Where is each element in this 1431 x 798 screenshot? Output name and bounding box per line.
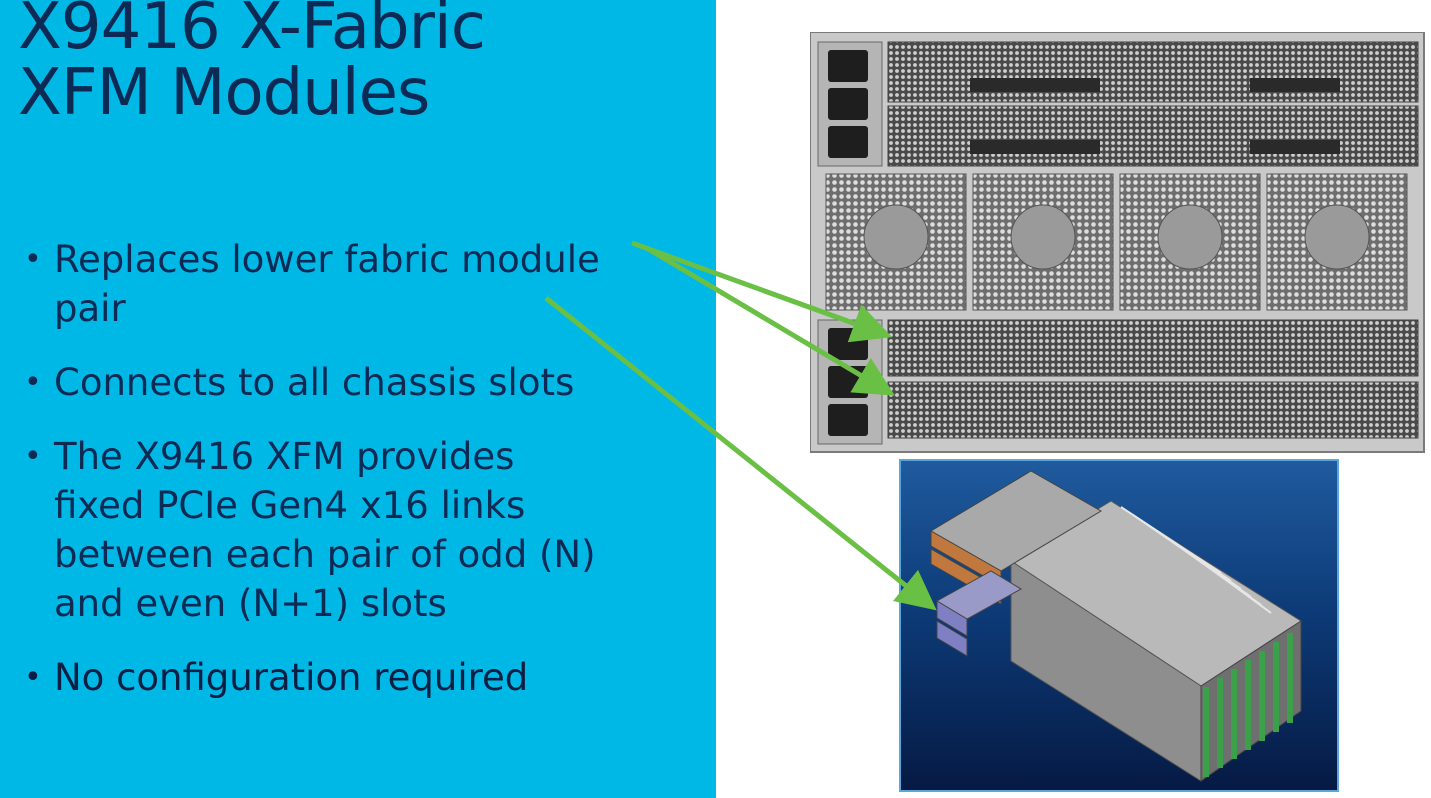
bullet-text: and even (N+1) slots — [54, 582, 447, 625]
bullet-connects: Connects to all chassis slots — [24, 358, 704, 407]
xfm-render-icon — [930, 470, 1302, 782]
chassis-rear-image — [810, 32, 1430, 456]
title-line-1: X9416 X-Fabric — [18, 0, 486, 64]
bullet-text: between each pair of odd (N) — [54, 533, 596, 576]
bullet-text: fixed PCIe Gen4 x16 links — [54, 484, 526, 527]
bullet-text: Connects to all chassis slots — [54, 361, 575, 404]
xfm-3d-render-image — [899, 459, 1339, 792]
chassis-rear-icon — [810, 32, 1425, 453]
bullet-text: The X9416 XFM provides — [54, 435, 515, 478]
bullet-text: No configuration required — [54, 656, 529, 699]
bullet-list: Replaces lower fabric module pair Connec… — [24, 235, 704, 727]
bullet-text: Replaces lower fabric module — [54, 238, 600, 281]
bullet-text: pair — [54, 287, 126, 330]
bullet-provides: The X9416 XFM provides fixed PCIe Gen4 x… — [24, 432, 704, 628]
title-line-2: XFM Modules — [18, 56, 430, 130]
bullet-no-config: No configuration required — [24, 653, 704, 702]
slide-title: X9416 X-Fabric XFM Modules — [18, 0, 698, 126]
bullet-replaces: Replaces lower fabric module pair — [24, 235, 704, 333]
text-panel: X9416 X-Fabric XFM Modules Replaces lowe… — [0, 0, 716, 798]
